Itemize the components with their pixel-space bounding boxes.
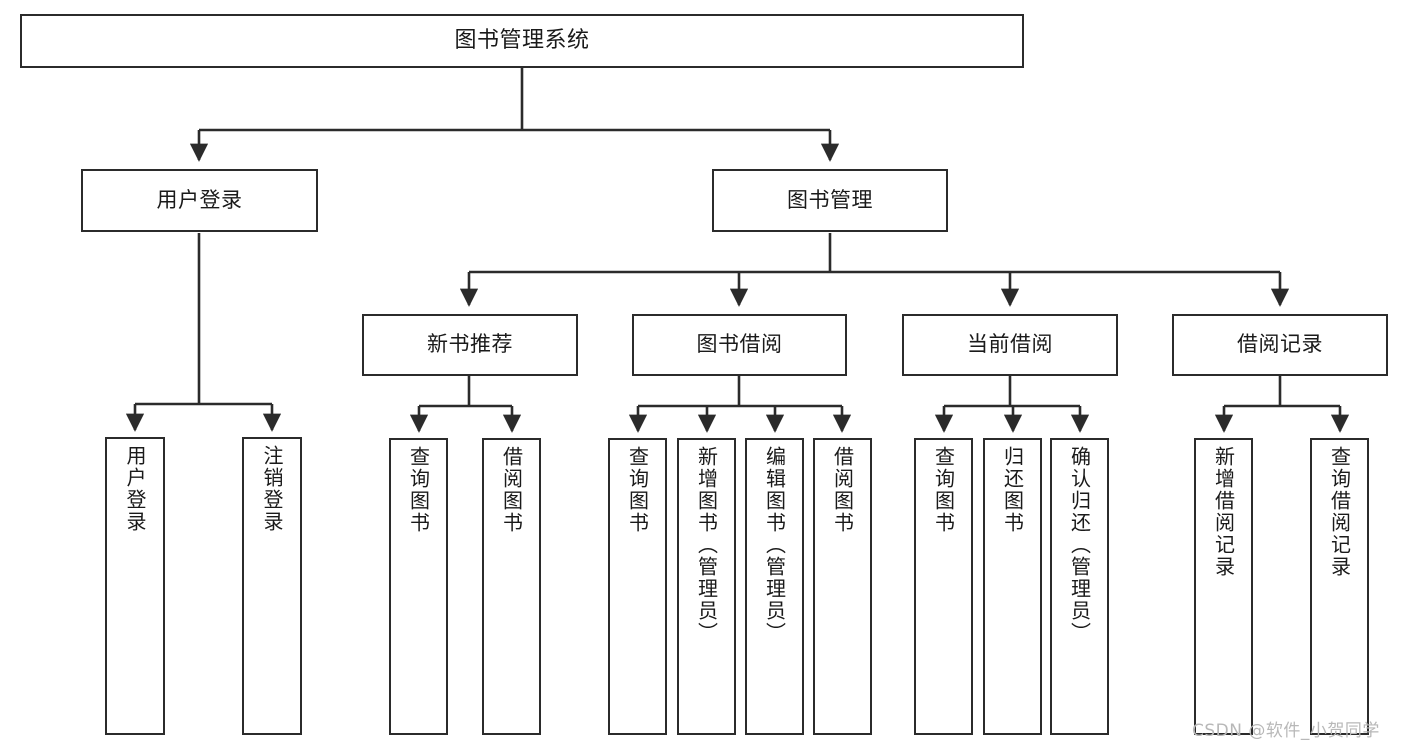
node-leaf-add-record[interactable]: 新增借阅记录: [1194, 438, 1253, 735]
node-leaf-confirm-return[interactable]: 确认归还（管理员）: [1050, 438, 1109, 735]
node-leaf-add-book[interactable]: 新增图书（管理员）: [677, 438, 736, 735]
node-user-login-label: 用户登录: [156, 187, 243, 212]
node-leaf-user-login[interactable]: 用户登录: [105, 437, 165, 735]
node-leaf-confirm-return-label: 确认归还（管理员）: [1067, 446, 1092, 644]
node-leaf-query-book-1[interactable]: 查询图书: [389, 438, 448, 735]
node-leaf-borrow-book-2-label: 借阅图书: [830, 446, 855, 534]
node-user-login[interactable]: 用户登录: [81, 169, 318, 232]
node-leaf-query-book-3-label: 查询图书: [931, 446, 956, 534]
node-leaf-query-book-2-label: 查询图书: [625, 446, 650, 534]
node-leaf-query-record[interactable]: 查询借阅记录: [1310, 438, 1369, 735]
node-book-borrow-label: 图书借阅: [696, 332, 783, 357]
node-leaf-borrow-book-1-label: 借阅图书: [499, 446, 524, 534]
node-book-borrow[interactable]: 图书借阅: [632, 314, 847, 376]
node-root[interactable]: 图书管理系统: [20, 14, 1024, 68]
node-leaf-add-book-label: 新增图书（管理员）: [694, 446, 719, 644]
node-leaf-query-book-3[interactable]: 查询图书: [914, 438, 973, 735]
node-leaf-borrow-book-2[interactable]: 借阅图书: [813, 438, 872, 735]
node-current-borrow-label: 当前借阅: [967, 332, 1053, 357]
node-leaf-query-record-label: 查询借阅记录: [1327, 446, 1352, 578]
node-leaf-user-login-label: 用户登录: [123, 445, 147, 533]
node-leaf-return-book-label: 归还图书: [1000, 446, 1025, 534]
csdn-watermark: CSDN @软件_小贺同学: [1192, 721, 1380, 741]
node-book-manage-label: 图书管理: [787, 187, 873, 212]
node-leaf-add-record-label: 新增借阅记录: [1211, 446, 1236, 578]
node-leaf-edit-book[interactable]: 编辑图书（管理员）: [745, 438, 804, 735]
node-borrow-record[interactable]: 借阅记录: [1172, 314, 1388, 376]
node-root-label: 图书管理系统: [454, 27, 590, 53]
node-leaf-query-book-2[interactable]: 查询图书: [608, 438, 667, 735]
node-leaf-query-book-1-label: 查询图书: [406, 446, 431, 534]
node-borrow-record-label: 借阅记录: [1237, 332, 1323, 357]
node-current-borrow[interactable]: 当前借阅: [902, 314, 1118, 376]
node-leaf-logout-label: 注销登录: [260, 445, 284, 533]
node-leaf-edit-book-label: 编辑图书（管理员）: [762, 446, 787, 644]
node-new-book-rec-label: 新书推荐: [427, 332, 513, 357]
node-leaf-return-book[interactable]: 归还图书: [983, 438, 1042, 735]
node-leaf-logout[interactable]: 注销登录: [242, 437, 302, 735]
node-leaf-borrow-book-1[interactable]: 借阅图书: [482, 438, 541, 735]
node-new-book-rec[interactable]: 新书推荐: [362, 314, 578, 376]
node-book-manage[interactable]: 图书管理: [712, 169, 948, 232]
